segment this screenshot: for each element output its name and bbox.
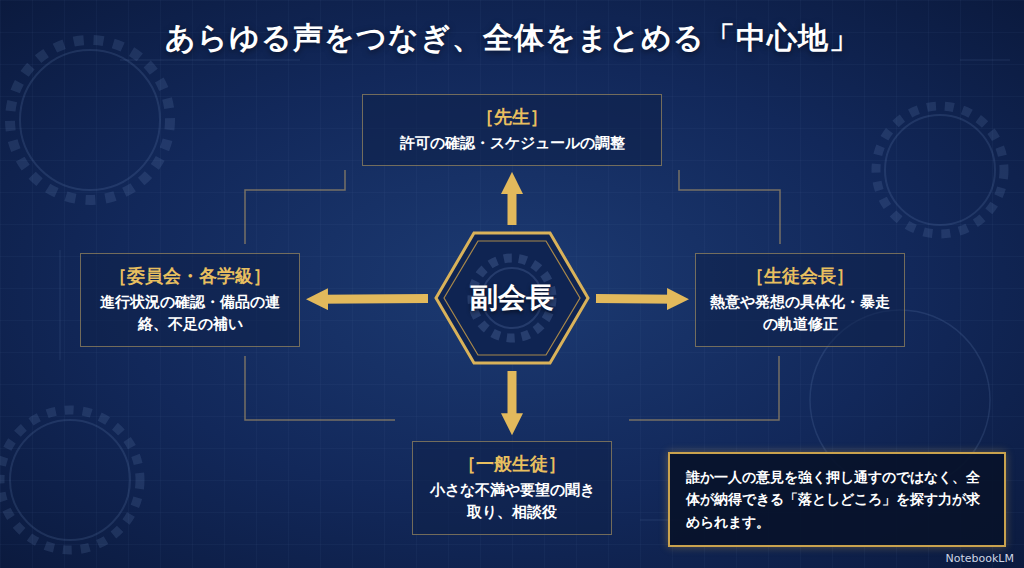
role-description: 熱意や発想の具体化・暴走の軌道修正: [710, 292, 890, 336]
role-heading: ［先生］: [377, 105, 647, 129]
arrow-connector: [319, 294, 428, 304]
center-hexagon: 副会長: [434, 231, 590, 365]
note-box: 誰か一人の意見を強く押し通すのではなく、全体が納得できる「落としどころ」を探す力…: [668, 452, 1006, 547]
center-label: 副会長: [470, 279, 554, 317]
role-heading: ［委員会・各学級］: [95, 264, 285, 288]
arrow-connector: [508, 371, 517, 422]
role-heading: ［一般生徒］: [427, 452, 597, 476]
role-heading: ［生徒会長］: [710, 264, 890, 288]
note-text: 誰か一人の意見を強く押し通すのではなく、全体が納得できる「落としどころ」を探す力…: [686, 466, 988, 533]
diagram-title: あらゆる声をつなぎ、全体をまとめる「中心地」: [0, 18, 1024, 59]
role-description: 進行状況の確認・備品の連絡、不足の補い: [95, 292, 285, 336]
arrow-connector: [596, 294, 676, 304]
hexagon-frame: [436, 233, 588, 363]
role-description: 小さな不満や要望の聞き取り、相談役: [427, 480, 597, 524]
role-description: 許可の確認・スケジュールの調整: [377, 133, 647, 155]
watermark: NotebookLM: [946, 552, 1014, 565]
role-box: ［委員会・各学級］ 進行状況の確認・備品の連絡、不足の補い: [80, 253, 300, 347]
hexagon-inner-frame: [444, 241, 580, 355]
role-box: ［生徒会長］ 熱意や発想の具体化・暴走の軌道修正: [695, 253, 905, 347]
role-box: ［先生］ 許可の確認・スケジュールの調整: [362, 94, 662, 166]
role-box: ［一般生徒］ 小さな不満や要望の聞き取り、相談役: [412, 441, 612, 535]
arrow-connector: [508, 185, 517, 225]
gear-decor: [0, 40, 1010, 550]
